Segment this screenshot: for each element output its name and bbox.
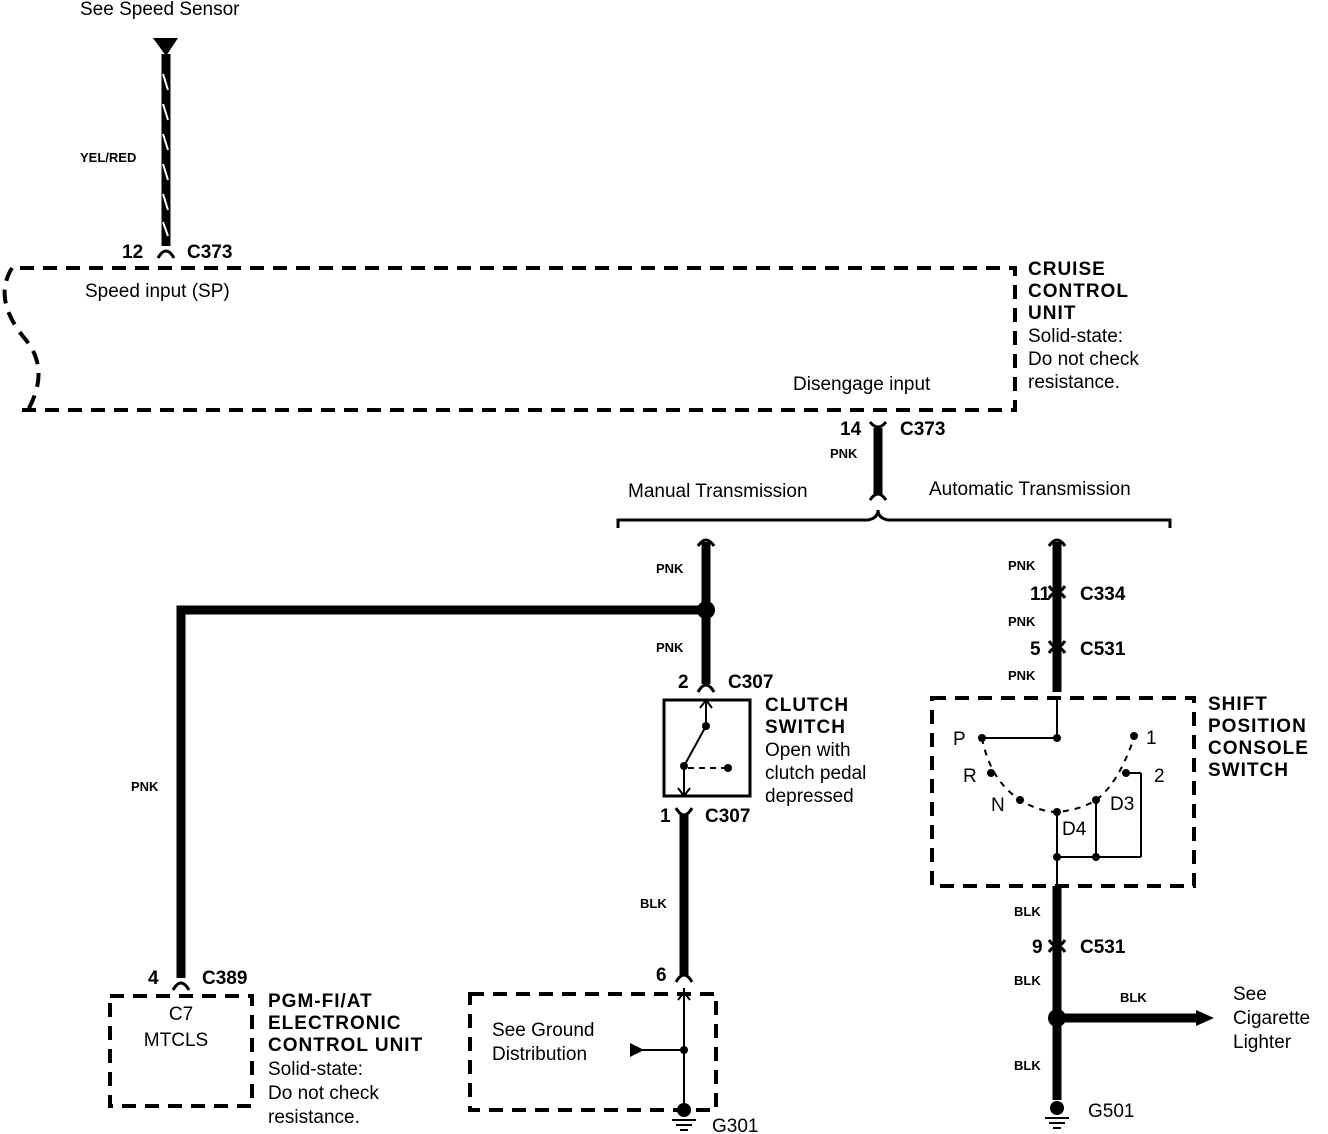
cruise-note-2: Do not check [1028,349,1139,370]
ecu-box [108,994,254,1108]
disengage-input-label: Disengage input [793,374,931,395]
auto-wire-color-1: PNK [1008,558,1036,573]
ground-distribution-box [468,992,718,1112]
clutch-title-1: CLUTCH [765,695,849,716]
cruise-note-1: Solid-state: [1028,326,1123,347]
speed-sensor-arrow-icon [153,38,178,56]
connector-c531-5: C531 [1080,639,1126,660]
clutch-note-2: clutch pedal [765,763,866,784]
pos-p: P [953,729,966,750]
lighter-arrow-icon [1196,1010,1214,1026]
ecu-note-1: Solid-state: [268,1059,363,1080]
wire-break-auto-icon [1047,538,1067,547]
connector-c531-5-icon [1047,640,1067,654]
ecu-wire-color: PNK [131,779,159,794]
speed-sensor-wire-color: YEL/RED [80,150,136,165]
clutch-title-2: SWITCH [765,717,846,738]
connector-c307-bottom: C307 [705,806,750,827]
pos-d4: D4 [1062,819,1087,840]
connector-c389-icon [171,981,191,991]
lighter-wire-color: BLK [1120,990,1147,1005]
pin-2: 2 [678,672,689,693]
lighter-ref-1: See [1233,984,1267,1005]
shift-title-1: SHIFT [1208,694,1268,715]
shift-title-4: SWITCH [1208,760,1289,781]
ground-g301: G301 [712,1116,758,1134]
pos-d3: D3 [1110,794,1134,815]
pin-1: 1 [660,806,671,827]
clutch-note-3: depressed [765,786,854,807]
ecu-pnk-wire [176,605,706,978]
pos-n: N [991,795,1005,816]
pin-9: 9 [1032,937,1043,958]
shift-title-3: CONSOLE [1208,738,1309,759]
auto-wire-color-3: PNK [1008,668,1036,683]
auto-wire-color-2: PNK [1008,614,1036,629]
speed-sensor-ref: See Speed Sensor [80,0,240,20]
ground-g501: G501 [1088,1101,1134,1122]
clutch-note-1: Open with [765,740,851,761]
pin-4: 4 [148,968,159,989]
cruise-title-1: CRUISE [1028,259,1106,280]
manual-transmission-label: Manual Transmission [628,481,808,502]
cruise-note-3: resistance. [1028,372,1120,393]
ecu-inner-1: C7 [169,1004,193,1025]
speed-input-label: Speed input (SP) [85,281,230,302]
ecu-note-2: Do not check [268,1083,379,1104]
ground-ref-2: Distribution [492,1044,587,1065]
pos-r: R [963,766,977,787]
ecu-inner-2: MTCLS [144,1030,208,1051]
connector-c373-12-icon [156,249,176,259]
cruise-title-3: UNIT [1028,303,1076,324]
lighter-ref-3: Lighter [1233,1032,1292,1053]
cruise-control-unit-box [2,266,1017,412]
ecu-title-3: CONTROL UNIT [268,1035,423,1056]
pos-2: 2 [1154,766,1165,787]
shift-switch-symbol-icon [978,698,1142,886]
shift-title-2: POSITION [1208,716,1307,737]
clutch-switch-symbol-icon [677,698,732,798]
connector-c334-icon [1047,585,1067,599]
wire-break-icon [868,492,888,501]
ecu-note-3: resistance. [268,1107,360,1128]
connector-c531-9: C531 [1080,937,1126,958]
automatic-transmission-label: Automatic Transmission [929,479,1131,500]
auto-wire-color-5: BLK [1014,973,1041,988]
connector-c531-9-icon [1047,939,1067,953]
auto-wire-color-6: BLK [1014,1058,1041,1073]
cruise-title-2: CONTROL [1028,281,1129,302]
disengage-wire-color: PNK [830,446,858,461]
connector-6-icon [674,973,694,983]
connector-c307-top: C307 [728,672,773,693]
lighter-ref-2: Cigarette [1233,1008,1310,1029]
pin-12: 12 [122,242,143,263]
manual-wire-color-mid: PNK [656,640,684,655]
wire-stripe-pattern [162,73,169,237]
connector-c389: C389 [202,968,247,989]
ground-g301-icon [672,1103,696,1131]
pin-14: 14 [840,419,862,440]
connector-c307-top-icon [696,683,716,693]
wire-break-manual-icon [696,538,716,547]
pos-1: 1 [1146,728,1157,749]
connector-c373-14-icon [868,421,888,429]
pin-5: 5 [1030,639,1041,660]
ecu-title-1: PGM-FI/AT [268,991,373,1012]
connector-c373-14: C373 [900,419,945,440]
manual-wire-color-top: PNK [656,561,684,576]
auto-wire-color-4: BLK [1014,904,1041,919]
ground-g501-icon [1045,1101,1069,1129]
shift-switch-box [930,696,1196,888]
connector-c334: C334 [1080,584,1126,605]
pin-11: 11 [1030,584,1051,605]
connector-c307-bottom-icon [674,807,694,817]
pin-6: 6 [656,965,667,986]
ground-path-symbol-icon [630,988,691,1104]
ground-ref-1: See Ground [492,1020,594,1041]
ecu-title-2: ELECTRONIC [268,1013,402,1034]
connector-c373-top: C373 [187,242,232,263]
transmission-bracket [616,509,1172,528]
manual-wire-color-bottom: BLK [640,896,667,911]
